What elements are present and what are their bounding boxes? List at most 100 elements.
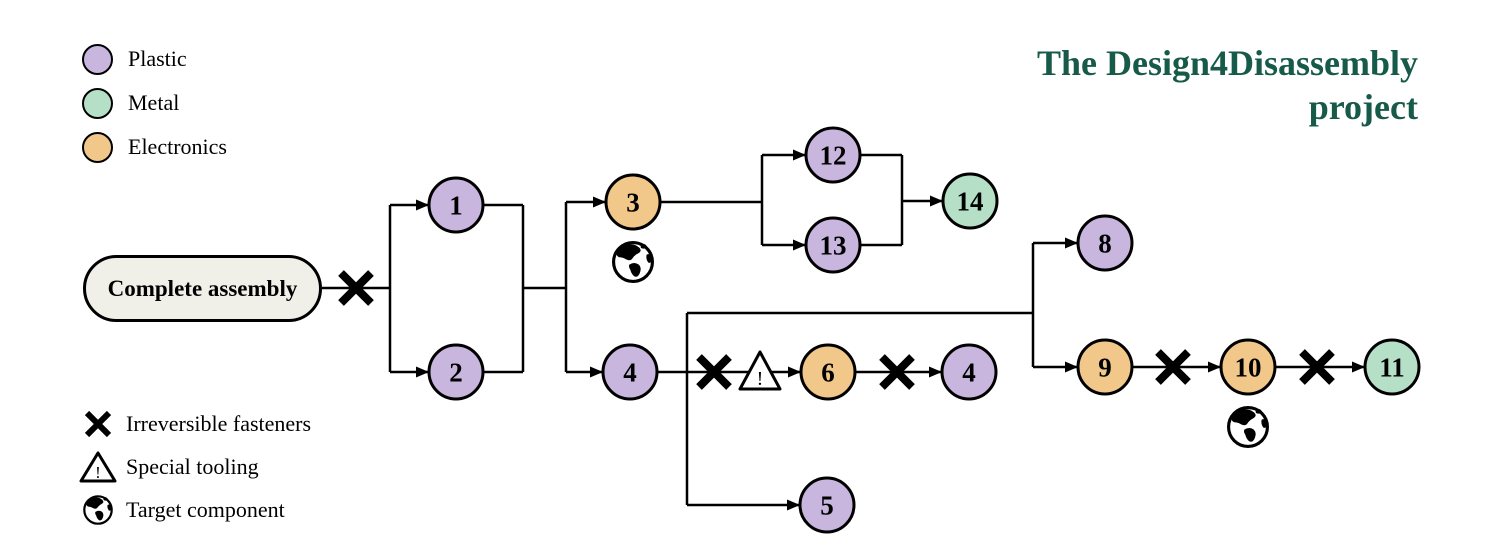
arrowhead [787,499,800,511]
node-circle [1219,338,1277,396]
node-label: 2 [449,358,463,388]
legend-item-metal: Metal [82,81,227,125]
exclamation-mark: ! [757,368,764,390]
node-label: 5 [820,491,834,521]
complete-assembly-label: Complete assembly [107,275,298,301]
arrowhead [929,366,942,378]
legend-item-plastic: Plastic [82,37,227,81]
node-circle [1076,338,1134,396]
node-label: 6 [821,358,835,388]
legend-item-target-component: Target component [78,488,311,531]
node-4: 4 [601,343,659,401]
node-8: 8 [1076,214,1134,272]
metal-swatch-icon [82,87,113,119]
x-mark-icon [1155,349,1191,385]
arrowhead [793,239,806,251]
node-circle [940,343,998,401]
x-mark-icon [78,404,118,444]
arrowhead [590,366,603,378]
plastic-swatch-icon [82,43,113,75]
node-label: 10 [1235,353,1262,383]
node-3: 3 [604,173,662,231]
legend-item-electronics: Electronics [82,125,227,169]
legend-label: Plastic [128,46,187,71]
x-stroke [1155,349,1191,385]
node-circle [798,476,856,534]
node-label: 4 [623,358,637,388]
globe-icon [1226,406,1270,448]
node-6: 6 [799,343,857,401]
node-label: 8 [1098,229,1112,259]
legend-label: Metal [128,90,180,115]
node-9: 9 [1076,338,1134,396]
arrowhead [593,196,606,208]
x-stroke [1299,349,1335,385]
x-stroke [879,354,915,390]
arrowhead [930,195,943,207]
node-circle [601,343,659,401]
page-title-line2: project [1308,86,1418,127]
node-circle [1076,214,1134,272]
node-11: 11 [1363,338,1421,396]
x-mark-icon [696,354,732,390]
x-mark-icon [1299,349,1335,385]
x-stroke [338,270,374,306]
node-4b: 4 [940,343,998,401]
node-label: 13 [820,231,847,261]
x-mark-icon [879,354,915,390]
warning-triangle-icon: ! [738,350,782,391]
arrowhead [788,366,801,378]
node-circle [604,173,662,231]
node-1: 1 [427,176,485,234]
symbols-legend: Irreversible fasteners ! Special tooling… [78,402,311,531]
arrowhead [1065,361,1078,373]
arrowhead [1208,361,1221,373]
arrowhead [793,149,806,161]
node-circle [804,126,862,184]
legend-label: Electronics [128,134,227,159]
node-label: 11 [1379,353,1405,383]
legend-label: Special tooling [126,453,259,479]
node-circle [427,176,485,234]
node-13: 13 [804,216,862,274]
globe-icon [612,240,654,283]
arrowhead [1352,361,1365,373]
x-mark-icon [338,270,374,306]
complete-assembly-node: Complete assembly [83,255,322,322]
edges-layer [322,149,1365,511]
triangle-outline [738,350,782,391]
symbols-layer: ! [338,240,1335,448]
node-label: 14 [957,187,984,217]
node-label: 3 [626,188,640,218]
page-title-line1: The Design4Disassembly [1036,43,1418,83]
node-14: 14 [941,172,999,230]
node-12: 12 [804,126,862,184]
svg-text:!: ! [95,463,101,482]
arrowhead [416,199,429,211]
warning-triangle-icon: ! [78,447,118,487]
arrowhead [1065,237,1078,249]
node-5: 5 [798,476,856,534]
node-label: 4 [962,358,976,388]
legend-label: Irreversible fasteners [126,410,312,436]
node-label: 9 [1098,353,1112,383]
electronics-swatch-icon [82,131,113,163]
page-title: The Design4Disassembly project [1037,42,1418,130]
node-2: 2 [427,343,485,401]
node-circle [804,216,862,274]
node-circle [799,343,857,401]
legend-item-irreversible-fasteners: Irreversible fasteners [78,402,311,445]
arrowhead [416,366,429,378]
materials-legend: Plastic Metal Electronics [82,37,227,169]
node-10: 10 [1219,338,1277,396]
legend-item-special-tooling: ! Special tooling [78,445,311,488]
x-stroke [696,354,732,390]
node-circle [427,343,485,401]
node-label: 12 [820,141,847,171]
legend-label: Target component [126,496,285,522]
node-label: 1 [449,191,463,221]
node-circle [941,172,999,230]
